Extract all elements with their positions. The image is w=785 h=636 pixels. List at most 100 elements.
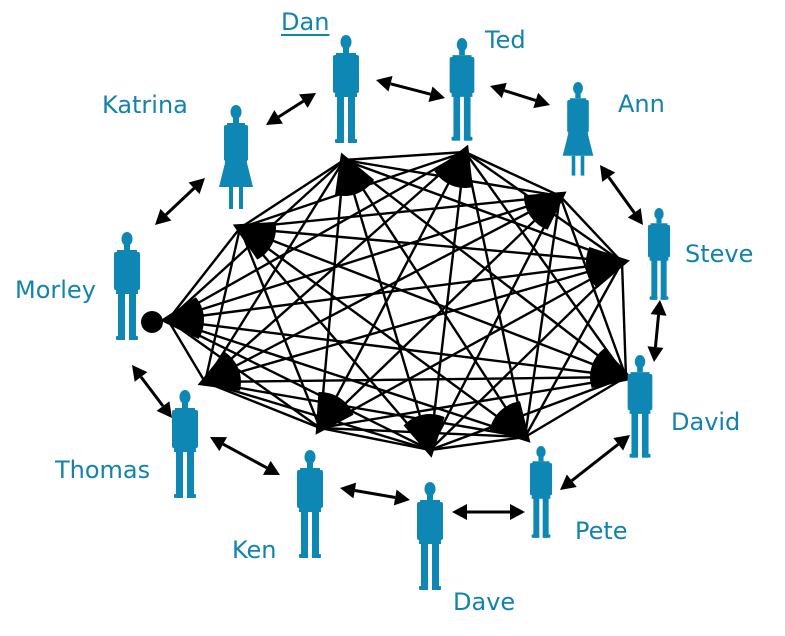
- arrow-head: [510, 504, 525, 520]
- node-dan: [335, 152, 375, 197]
- arrow-shaft: [653, 314, 661, 348]
- label-morley: Morley: [15, 276, 96, 304]
- arrow-ted-ann: [490, 82, 550, 109]
- node-ted: [434, 144, 473, 188]
- arrow-head: [340, 482, 357, 499]
- arrow-head: [452, 504, 467, 520]
- arrow-head: [156, 401, 172, 418]
- mesh-line-dan-pete: [342, 158, 527, 439]
- node-pete: [489, 401, 531, 443]
- label-ted: Ted: [485, 26, 526, 54]
- arrow-david-pete: [560, 435, 630, 490]
- person-katrina-icon: [219, 105, 253, 209]
- person-steve-icon: [647, 208, 671, 300]
- mesh-line-steve-dave: [428, 260, 624, 452]
- mesh-line-ann-steve: [558, 194, 624, 264]
- label-dan: Dan: [281, 8, 330, 36]
- arrow-shaft: [222, 442, 268, 470]
- node-ann: [523, 191, 567, 230]
- person-pete-icon: [529, 446, 553, 538]
- mesh-line-ted-dave: [428, 150, 467, 452]
- mesh-line-david-thomas: [203, 375, 628, 384]
- mesh-line-david-dave: [428, 375, 628, 452]
- person-ted-icon: [449, 38, 475, 141]
- mesh-line-ted-ken: [318, 150, 467, 430]
- mesh-line-ann-pete: [523, 194, 562, 439]
- person-dave-icon: [417, 482, 443, 590]
- mesh-line-david-pete: [523, 375, 628, 439]
- mesh-line-david-katrina: [238, 226, 628, 379]
- label-steve: Steve: [685, 240, 754, 268]
- arrow-head: [188, 178, 205, 195]
- arrow-shaft: [139, 376, 165, 407]
- mesh-line-steve-morley: [166, 260, 624, 322]
- arrow-head: [533, 92, 550, 109]
- arrow-head: [155, 208, 172, 225]
- mesh-lines: [166, 150, 628, 452]
- node-morley: [160, 297, 205, 339]
- arrow-dan-ted: [376, 76, 445, 102]
- node-ken: [315, 391, 354, 435]
- node-david: [589, 348, 634, 388]
- arrow-steve-david: [647, 300, 667, 362]
- node-steve: [586, 247, 630, 289]
- mesh-line-ann-david: [558, 194, 628, 379]
- arrow-shaft: [164, 187, 196, 216]
- arrow-head: [490, 82, 507, 99]
- mesh-line-pete-thomas: [203, 380, 527, 439]
- arrow-head: [600, 165, 616, 182]
- label-david: David: [671, 408, 741, 436]
- mesh-line-ann-dave: [428, 194, 562, 452]
- arrow-head: [132, 365, 148, 382]
- mesh-line-ted-david: [463, 150, 628, 379]
- mesh-line-steve-thomas: [203, 260, 624, 384]
- arrow-ann-steve: [600, 165, 643, 225]
- node-thomas: [197, 351, 241, 391]
- person-morley-icon: [114, 232, 140, 340]
- arrow-shaft: [277, 99, 305, 119]
- mesh-line-dan-katrina: [238, 158, 346, 230]
- arrow-ken-thomas: [210, 437, 280, 475]
- mesh-line-ken-thomas: [203, 380, 322, 430]
- mesh-line-dave-ken: [318, 426, 432, 452]
- arrow-head: [210, 437, 227, 452]
- arrow-head: [266, 110, 283, 125]
- arrow-head: [376, 76, 393, 92]
- arrow-katrina-dan: [266, 93, 316, 125]
- arrow-head: [393, 489, 410, 506]
- arrow-shaft: [390, 82, 431, 96]
- person-dan-icon: [333, 35, 359, 143]
- mesh-line-thomas-katrina: [203, 226, 242, 384]
- person-ann-icon: [562, 82, 594, 176]
- arrow-shaft: [570, 443, 620, 482]
- neighbor-arrows: [132, 76, 667, 520]
- arrow-head: [650, 300, 667, 316]
- mesh-line-steve-katrina: [238, 226, 624, 264]
- mesh-line-pete-morley: [166, 318, 527, 439]
- mesh-line-ted-ann: [463, 150, 562, 198]
- mesh-line-pete-dave: [428, 435, 527, 452]
- arrow-head: [428, 86, 445, 102]
- mesh-line-ken-morley: [166, 318, 322, 430]
- arrow-head: [627, 208, 643, 225]
- mesh-line-dan-ted: [342, 150, 467, 162]
- arrow-shaft: [503, 89, 537, 102]
- mesh-line-ann-morley: [166, 194, 562, 322]
- mesh-line-dave-katrina: [238, 226, 432, 452]
- mesh-line-pete-katrina: [238, 226, 527, 439]
- person-ken-icon: [297, 450, 323, 558]
- arrow-head: [299, 93, 316, 108]
- label-dave: Dave: [453, 588, 516, 616]
- mesh-line-ken-katrina: [238, 226, 322, 430]
- arrow-head: [613, 435, 630, 451]
- node-morley-cap: [141, 311, 163, 333]
- mesh-nodes: [141, 144, 634, 458]
- person-thomas-icon: [172, 390, 198, 498]
- mesh-line-steve-david: [620, 260, 628, 379]
- mesh-line-thomas-morley: [166, 318, 207, 384]
- arrow-head: [560, 474, 577, 490]
- label-ann: Ann: [618, 90, 665, 118]
- arrow-shaft: [354, 489, 396, 499]
